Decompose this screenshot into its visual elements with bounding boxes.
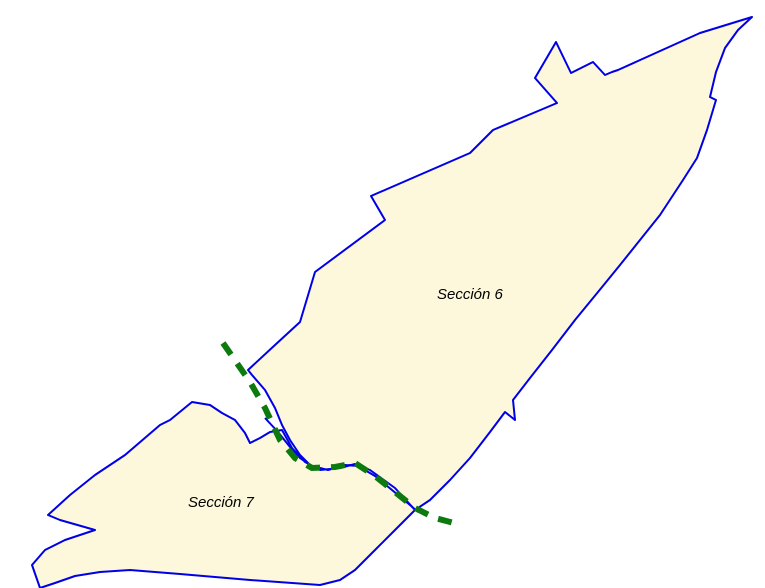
region-seccion-6[interactable]: [247, 16, 753, 511]
label-seccion-6: Sección 6: [437, 286, 504, 303]
label-seccion-7: Sección 7: [188, 494, 255, 511]
dashed-boundary-line: [220, 341, 459, 527]
region-seccion-7[interactable]: [31, 401, 416, 588]
